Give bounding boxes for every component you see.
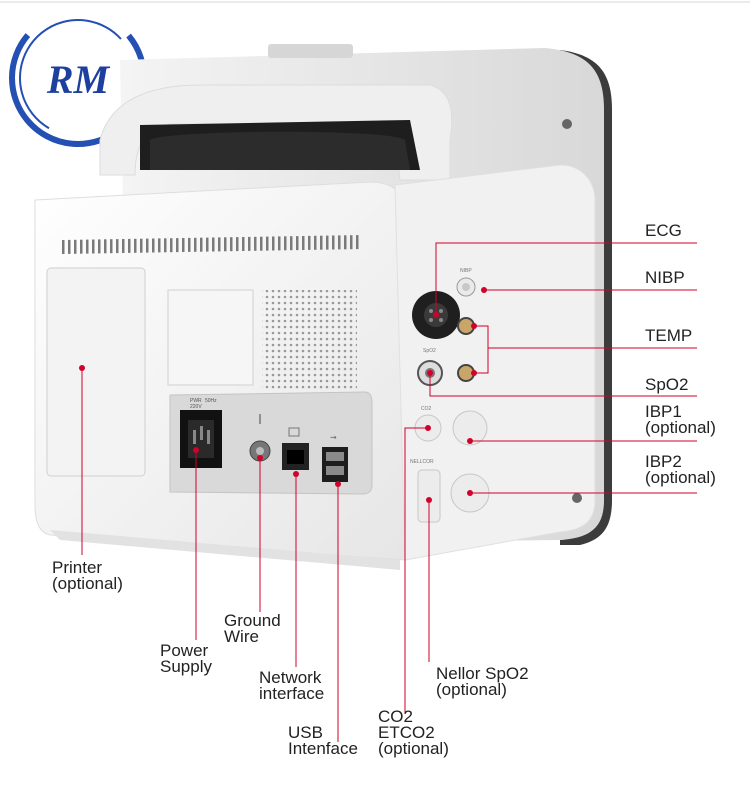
vent-slot <box>92 239 95 254</box>
vent-slot <box>200 237 203 252</box>
vent-slot <box>164 238 167 253</box>
vent-slot <box>218 237 221 252</box>
vent-slot <box>188 237 191 252</box>
ibp1-port <box>452 410 488 446</box>
label-ecg: ECG <box>645 221 682 240</box>
nellor-port-label: NELLCOR <box>410 459 434 465</box>
vent-slot <box>350 235 353 250</box>
vent-slot <box>242 237 245 251</box>
vent-slot <box>296 236 299 251</box>
power-rating-1: PWR <box>190 398 202 404</box>
vent-slot <box>104 239 107 254</box>
label-spo2: SpO2 <box>645 375 689 394</box>
vent-slot <box>230 237 233 252</box>
nibp-connector: NIBP <box>456 268 476 297</box>
vent-slot <box>74 239 77 254</box>
ground-post <box>249 414 271 462</box>
vent-slot <box>290 236 293 251</box>
vent-slot <box>248 236 251 251</box>
vent-slot <box>140 238 143 253</box>
usb-ports: ⇝ <box>322 433 348 482</box>
carry-handle <box>99 44 453 181</box>
vent-slot <box>302 236 305 250</box>
label-ibp2: IBP2(optional) <box>645 452 716 487</box>
vent-slot <box>356 235 359 250</box>
vent-slot <box>338 235 341 250</box>
vent-slot <box>278 236 281 251</box>
printer-door <box>46 267 146 477</box>
annotation-dots <box>79 287 487 503</box>
screw-hole-top <box>562 119 572 129</box>
vent-slots <box>62 235 359 254</box>
vent-slot <box>170 238 173 253</box>
base <box>50 530 400 570</box>
spo2-port-label: SpO2 <box>423 348 436 354</box>
vent-slot <box>86 239 89 254</box>
vent-slot <box>62 240 65 254</box>
vent-slot <box>320 235 323 250</box>
network-port <box>282 427 309 470</box>
vent-slot <box>266 236 269 251</box>
label-nellor: Nellor SpO2(optional) <box>436 664 529 699</box>
nibp-port-label: NIBP <box>460 268 472 274</box>
vent-slot <box>272 236 275 251</box>
label-ibp1: IBP1(optional) <box>645 402 716 437</box>
vent-slot <box>182 238 185 252</box>
vent-slot <box>236 237 239 252</box>
vent-slot <box>212 237 215 252</box>
svg-text:⇝: ⇝ <box>330 433 337 442</box>
screw-hole-bottom <box>572 493 582 503</box>
vent-slot <box>194 237 197 252</box>
power-socket: PWR 220V 50Hz <box>180 398 222 468</box>
vent-slot <box>134 238 137 253</box>
label-temp: TEMP <box>645 326 693 345</box>
vent-slot <box>68 239 71 254</box>
speaker-grille <box>262 290 357 390</box>
power-rating-2: 220V <box>190 404 202 410</box>
vent-slot <box>308 235 311 250</box>
vent-slot <box>344 235 347 250</box>
vent-slot <box>158 238 161 253</box>
co2-port-label: CO2 <box>421 406 432 412</box>
label-plate <box>167 289 254 386</box>
vent-slot <box>122 239 125 253</box>
label-nibp: NIBP <box>645 268 685 287</box>
vent-slot <box>116 239 119 254</box>
logo-text: RM <box>46 57 111 102</box>
vent-slot <box>284 236 287 251</box>
vent-slot <box>254 236 257 251</box>
vent-slot <box>128 238 131 253</box>
vent-slot <box>110 239 113 254</box>
vent-slot <box>206 237 209 252</box>
vent-slot <box>332 235 335 250</box>
vent-slot <box>314 235 317 250</box>
vent-slot <box>224 237 227 252</box>
side-panel <box>394 164 596 561</box>
vent-slot <box>152 238 155 253</box>
vent-slot <box>146 238 149 253</box>
label-printer: Printer(optional) <box>52 558 123 593</box>
vent-slot <box>80 239 83 254</box>
vent-slot <box>326 235 329 250</box>
vent-slot <box>260 236 263 251</box>
power-rating-3: 50Hz <box>205 398 217 404</box>
vent-slot <box>98 239 101 254</box>
annotation-lines <box>81 242 697 742</box>
vent-slot <box>176 238 179 253</box>
